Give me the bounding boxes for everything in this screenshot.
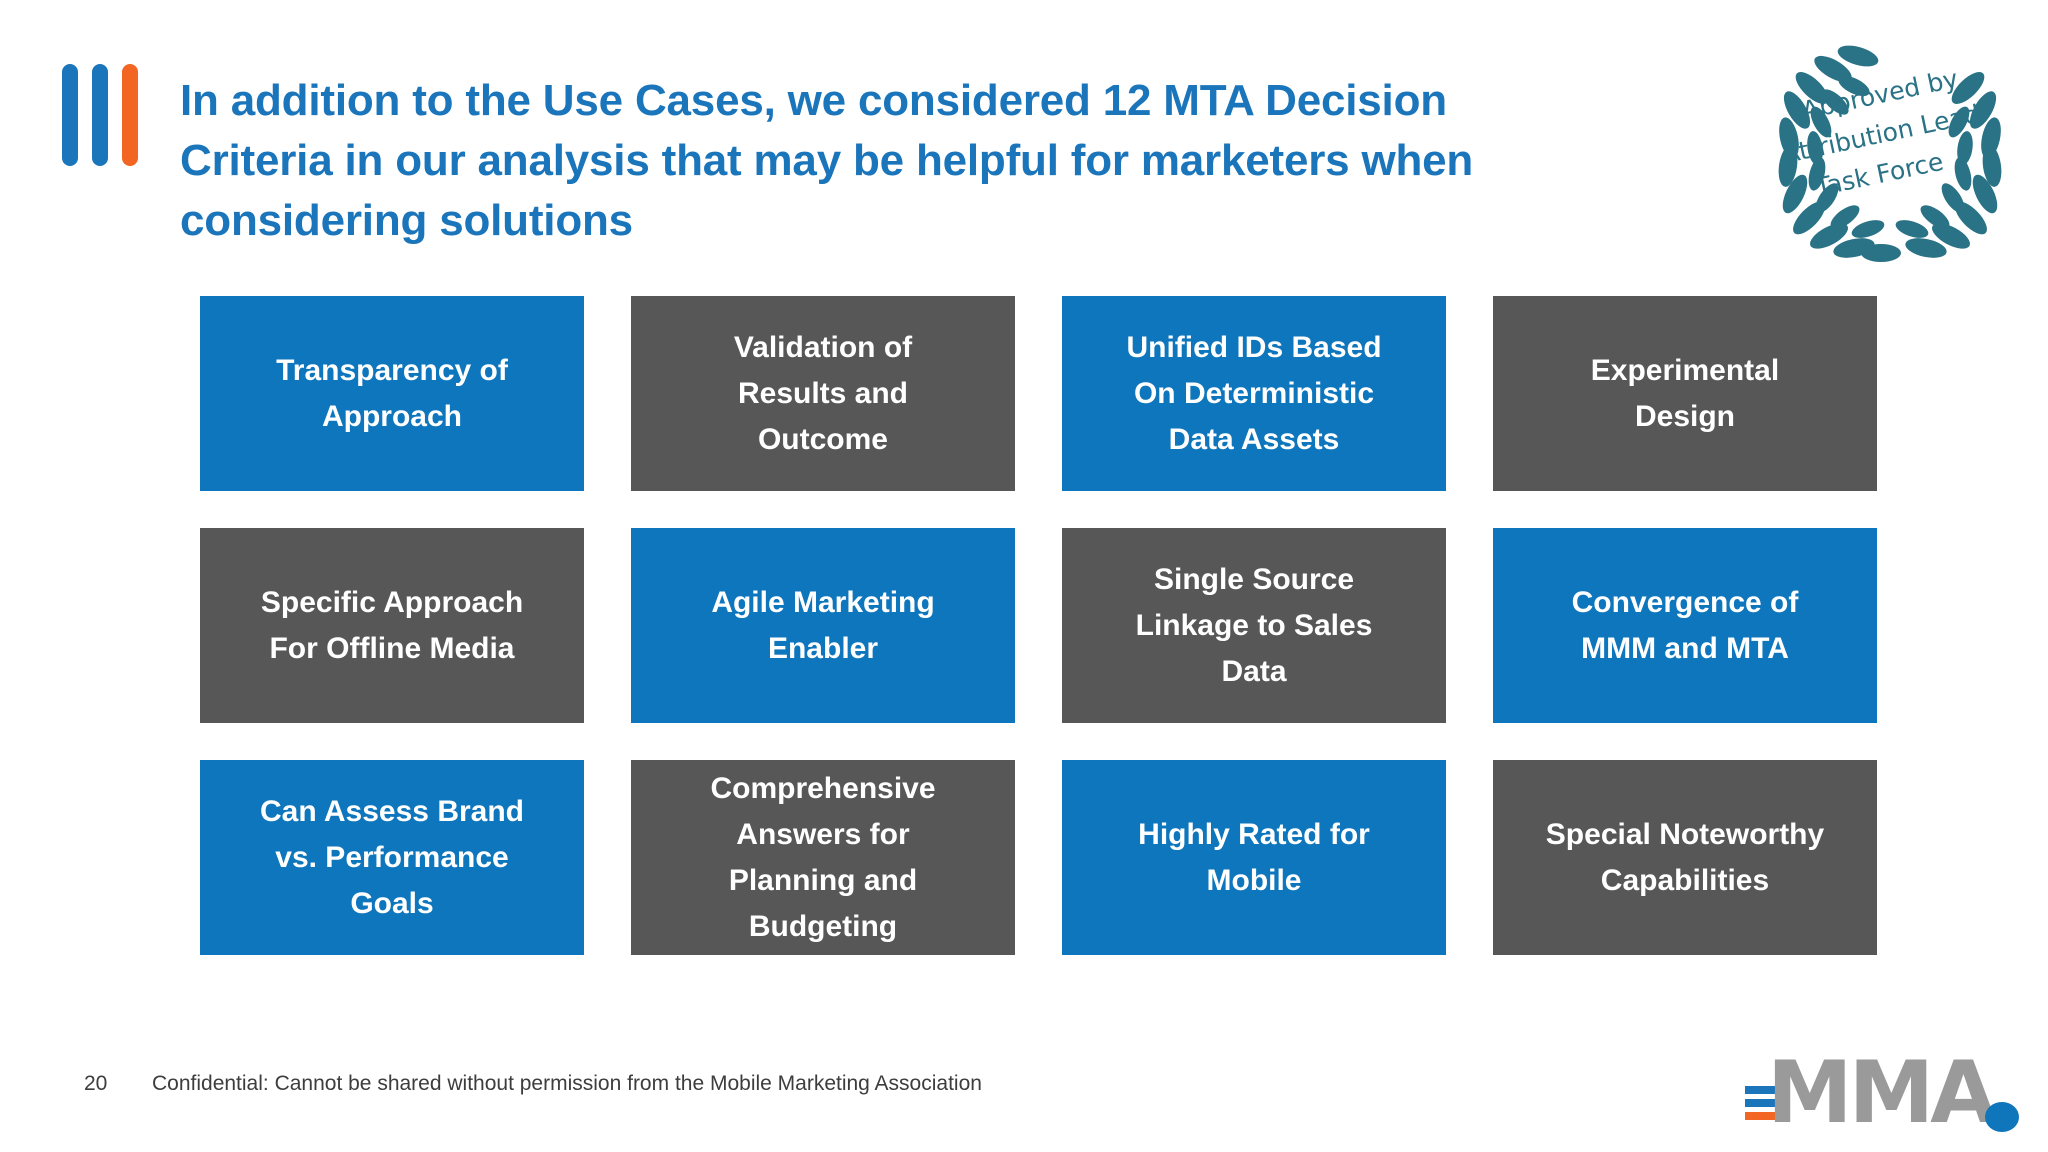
criteria-box-label: Can Assess Brand vs. Performance Goals [260, 794, 524, 920]
bullet-bar-2-icon [92, 64, 108, 166]
criteria-box[interactable]: Comprehensive Answers for Planning and B… [631, 760, 1015, 955]
bullet-bar-1-icon [62, 64, 78, 166]
criteria-box[interactable]: Unified IDs Based On Deterministic Data … [1062, 296, 1446, 491]
criteria-box[interactable]: Transparency of Approach [200, 296, 584, 491]
criteria-box[interactable]: Special Noteworthy Capabilities [1493, 760, 1877, 955]
criteria-box-label: Experimental Design [1590, 353, 1780, 433]
mma-logo-bar-1 [1745, 1086, 1781, 1094]
footer-confidential-notice: Confidential: Cannot be shared without p… [152, 1072, 982, 1095]
page-title: In addition to the Use Cases, we conside… [180, 71, 1650, 251]
criteria-box[interactable]: Agile Marketing Enabler [631, 528, 1015, 723]
mma-logo-bar-3 [1745, 1112, 1781, 1120]
mma-logo: MMA [1745, 1050, 2035, 1142]
footer-page-number: 20 [84, 1072, 108, 1095]
criteria-box[interactable]: Validation of Results and Outcome [631, 296, 1015, 491]
criteria-box[interactable]: Experimental Design [1493, 296, 1877, 491]
page-title-line-1: In addition to the Use Cases, we conside… [180, 76, 1447, 126]
criteria-box-label: Validation of Results and Outcome [733, 330, 913, 456]
criteria-box-label: Specific Approach For Offline Media [260, 585, 524, 665]
criteria-box[interactable]: Convergence of MMM and MTA [1493, 528, 1877, 723]
laurel-wreath-icon: Approved by Attribution Lead Task Force [1778, 45, 2002, 262]
title-bullet-marker [62, 64, 138, 166]
criteria-box-label: Comprehensive Answers for Planning and B… [710, 771, 936, 943]
mma-logo-text: MMA [1767, 1043, 1997, 1143]
criteria-box-label: Special Noteworthy Capabilities [1545, 817, 1825, 897]
criteria-box-label: Unified IDs Based On Deterministic Data … [1126, 330, 1382, 456]
page-title-line-2: Criteria in our analysis that may be hel… [180, 136, 1474, 186]
criteria-grid: Transparency of Approach Validation of Re… [200, 296, 1877, 955]
bullet-bar-3-icon [122, 64, 138, 166]
criteria-box[interactable]: Specific Approach For Offline Media [200, 528, 584, 723]
criteria-box-label: Single Source Linkage to Sales Data [1135, 562, 1373, 688]
criteria-box-label: Transparency of Approach [276, 353, 508, 433]
page-title-line-3: considering solutions [180, 196, 633, 246]
mma-logo-dot-icon [1985, 1102, 2019, 1132]
mma-logo-bar-2 [1745, 1099, 1781, 1107]
criteria-box[interactable]: Highly Rated for Mobile [1062, 760, 1446, 955]
mma-logo-bars-icon [1745, 1086, 1781, 1120]
criteria-box-label: Agile Marketing Enabler [711, 585, 935, 665]
criteria-box-label: Convergence of MMM and MTA [1571, 585, 1799, 665]
approval-badge: Approved by Attribution Lead Task Force [1755, 14, 2025, 269]
criteria-box-label: Highly Rated for Mobile [1138, 817, 1370, 897]
criteria-box[interactable]: Single Source Linkage to Sales Data [1062, 528, 1446, 723]
criteria-box[interactable]: Can Assess Brand vs. Performance Goals [200, 760, 584, 955]
